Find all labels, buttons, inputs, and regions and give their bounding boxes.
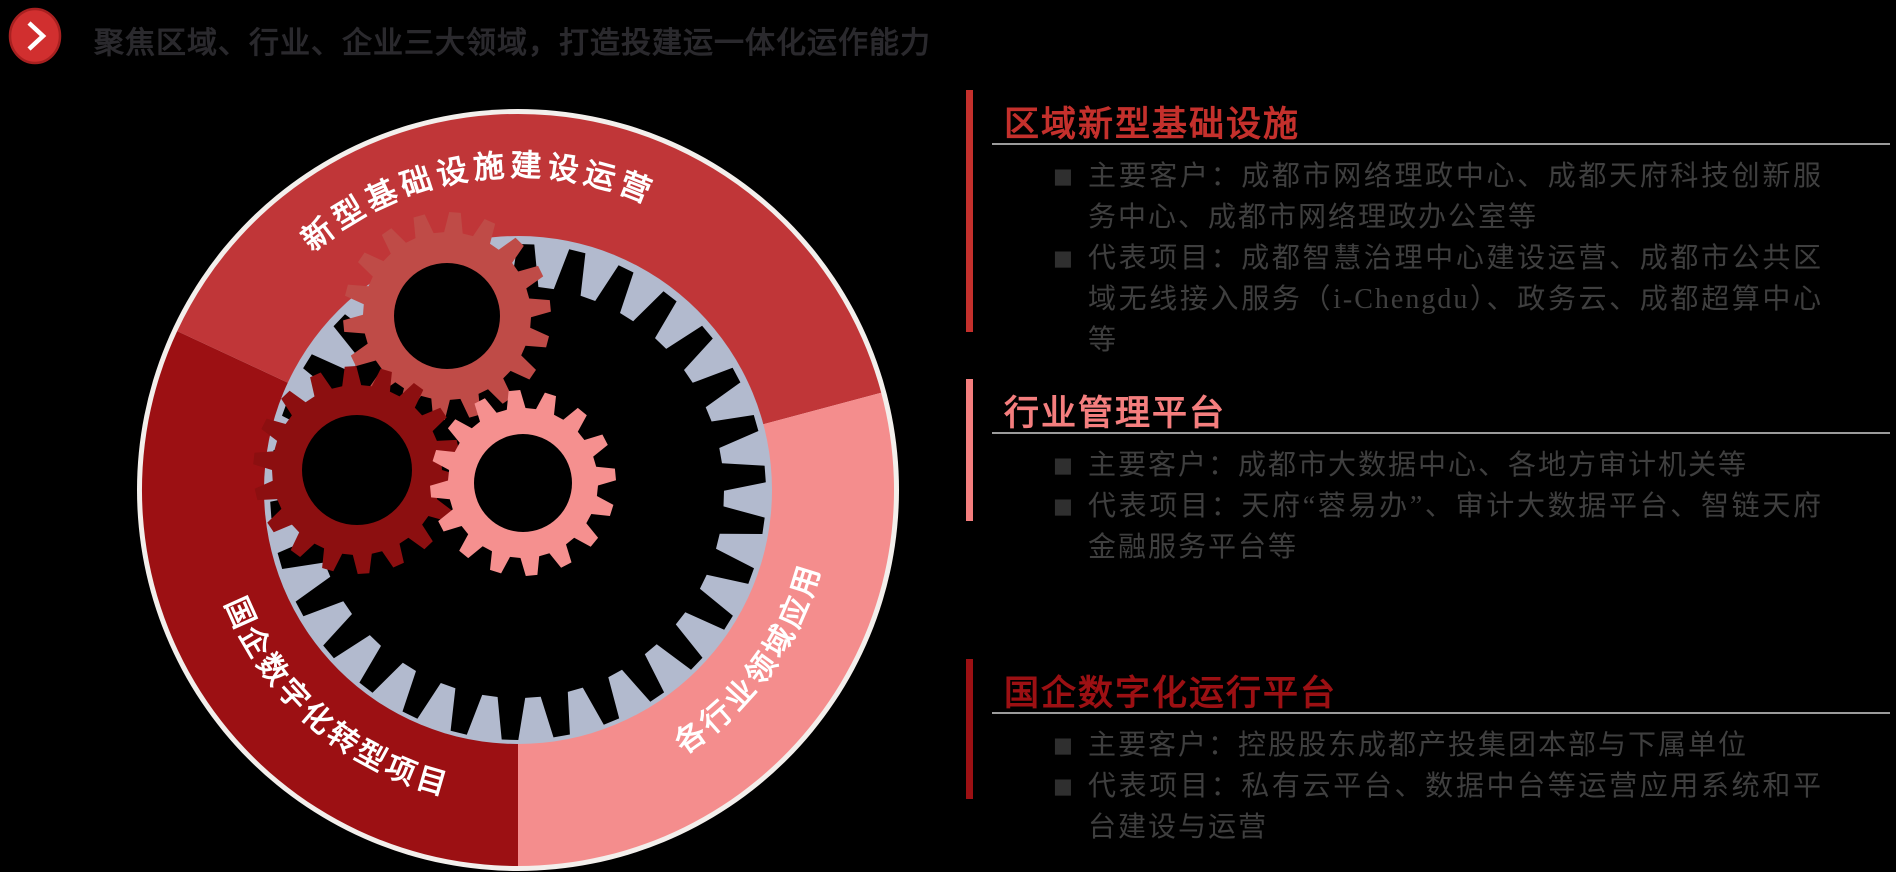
bullet-item: ■ 代表项目：私有云平台、数据中台等运营应用系统和平台建设与运营 — [1053, 766, 1823, 848]
bullet-text: 代表项目：私有云平台、数据中台等运营应用系统和平台建设与运营 — [1088, 771, 1823, 843]
section-accent-bar — [966, 90, 973, 332]
badge-circle — [8, 7, 62, 65]
capability-wheel-diagram: 新型基础设施建设运营 国企数字化转型项目 各行业领域应用 — [137, 109, 899, 871]
section-bullets: ■ 主要客户：控股股东成都产投集团本部与下属单位 ■ 代表项目：私有云平台、数据中台… — [1053, 725, 1823, 848]
bullet-text: 主要客户：成都市大数据中心、各地方审计机关等 — [1088, 450, 1749, 481]
ring-segment-bottom-right — [518, 392, 895, 866]
bullet-text: 代表项目：天府“蓉易办”、审计大数据平台、智链天府金融服务平台等 — [1088, 491, 1823, 563]
section-title: 区域新型基础设施 — [1004, 105, 1301, 144]
chevron-badge-svg — [8, 7, 62, 65]
section-divider — [992, 432, 1890, 434]
section-bullets: ■ 主要客户：成都市网络理政中心、成都天府科技创新服务中心、成都市网络理政办公室等… — [1053, 156, 1823, 361]
bullet-item: ■ 主要客户：成都市网络理政中心、成都天府科技创新服务中心、成都市网络理政办公室等 — [1053, 156, 1823, 238]
gear-right-hole — [474, 434, 572, 532]
chevron-badge — [7, 6, 63, 66]
section-divider — [992, 143, 1890, 145]
gear-left-hole — [302, 415, 412, 525]
section-bullets: ■ 主要客户：成都市大数据中心、各地方审计机关等 ■ 代表项目：天府“蓉易办”、审计… — [1053, 445, 1823, 568]
bullet-text: 主要客户：成都市网络理政中心、成都天府科技创新服务中心、成都市网络理政办公室等 — [1088, 161, 1823, 233]
square-bullet-icon: ■ — [1053, 164, 1075, 188]
page-title: 聚焦区域、行业、企业三大领域，打造投建运一体化运作能力 — [94, 27, 931, 60]
bullet-text: 代表项目：成都智慧治理中心建设运营、成都市公共区域无线接入服务（i-Chengd… — [1088, 243, 1823, 356]
section-accent-bar — [966, 379, 973, 521]
bullet-item: ■ 主要客户：成都市大数据中心、各地方审计机关等 — [1053, 445, 1823, 486]
square-bullet-icon: ■ — [1053, 453, 1075, 477]
chevron-right-icon — [27, 21, 47, 51]
square-bullet-icon: ■ — [1053, 494, 1075, 518]
bullet-item: ■ 代表项目：成都智慧治理中心建设运营、成都市公共区域无线接入服务（i-Cheng… — [1053, 238, 1823, 361]
gear-top-hole — [394, 263, 500, 369]
square-bullet-icon: ■ — [1053, 246, 1075, 270]
ring-segment-bottom-left — [141, 331, 519, 867]
section-accent-bar — [966, 659, 973, 799]
bullet-item: ■ 代表项目：天府“蓉易办”、审计大数据平台、智链天府金融服务平台等 — [1053, 486, 1823, 568]
section-divider — [992, 712, 1890, 714]
section-title: 国企数字化运行平台 — [1004, 674, 1338, 713]
bullet-text: 主要客户：控股股东成都产投集团本部与下属单位 — [1088, 730, 1749, 761]
square-bullet-icon: ■ — [1053, 733, 1075, 757]
ring-segment-top — [177, 113, 882, 425]
bullet-item: ■ 主要客户：控股股东成都产投集团本部与下属单位 — [1053, 725, 1823, 766]
square-bullet-icon: ■ — [1053, 774, 1075, 798]
section-title: 行业管理平台 — [1004, 394, 1227, 433]
